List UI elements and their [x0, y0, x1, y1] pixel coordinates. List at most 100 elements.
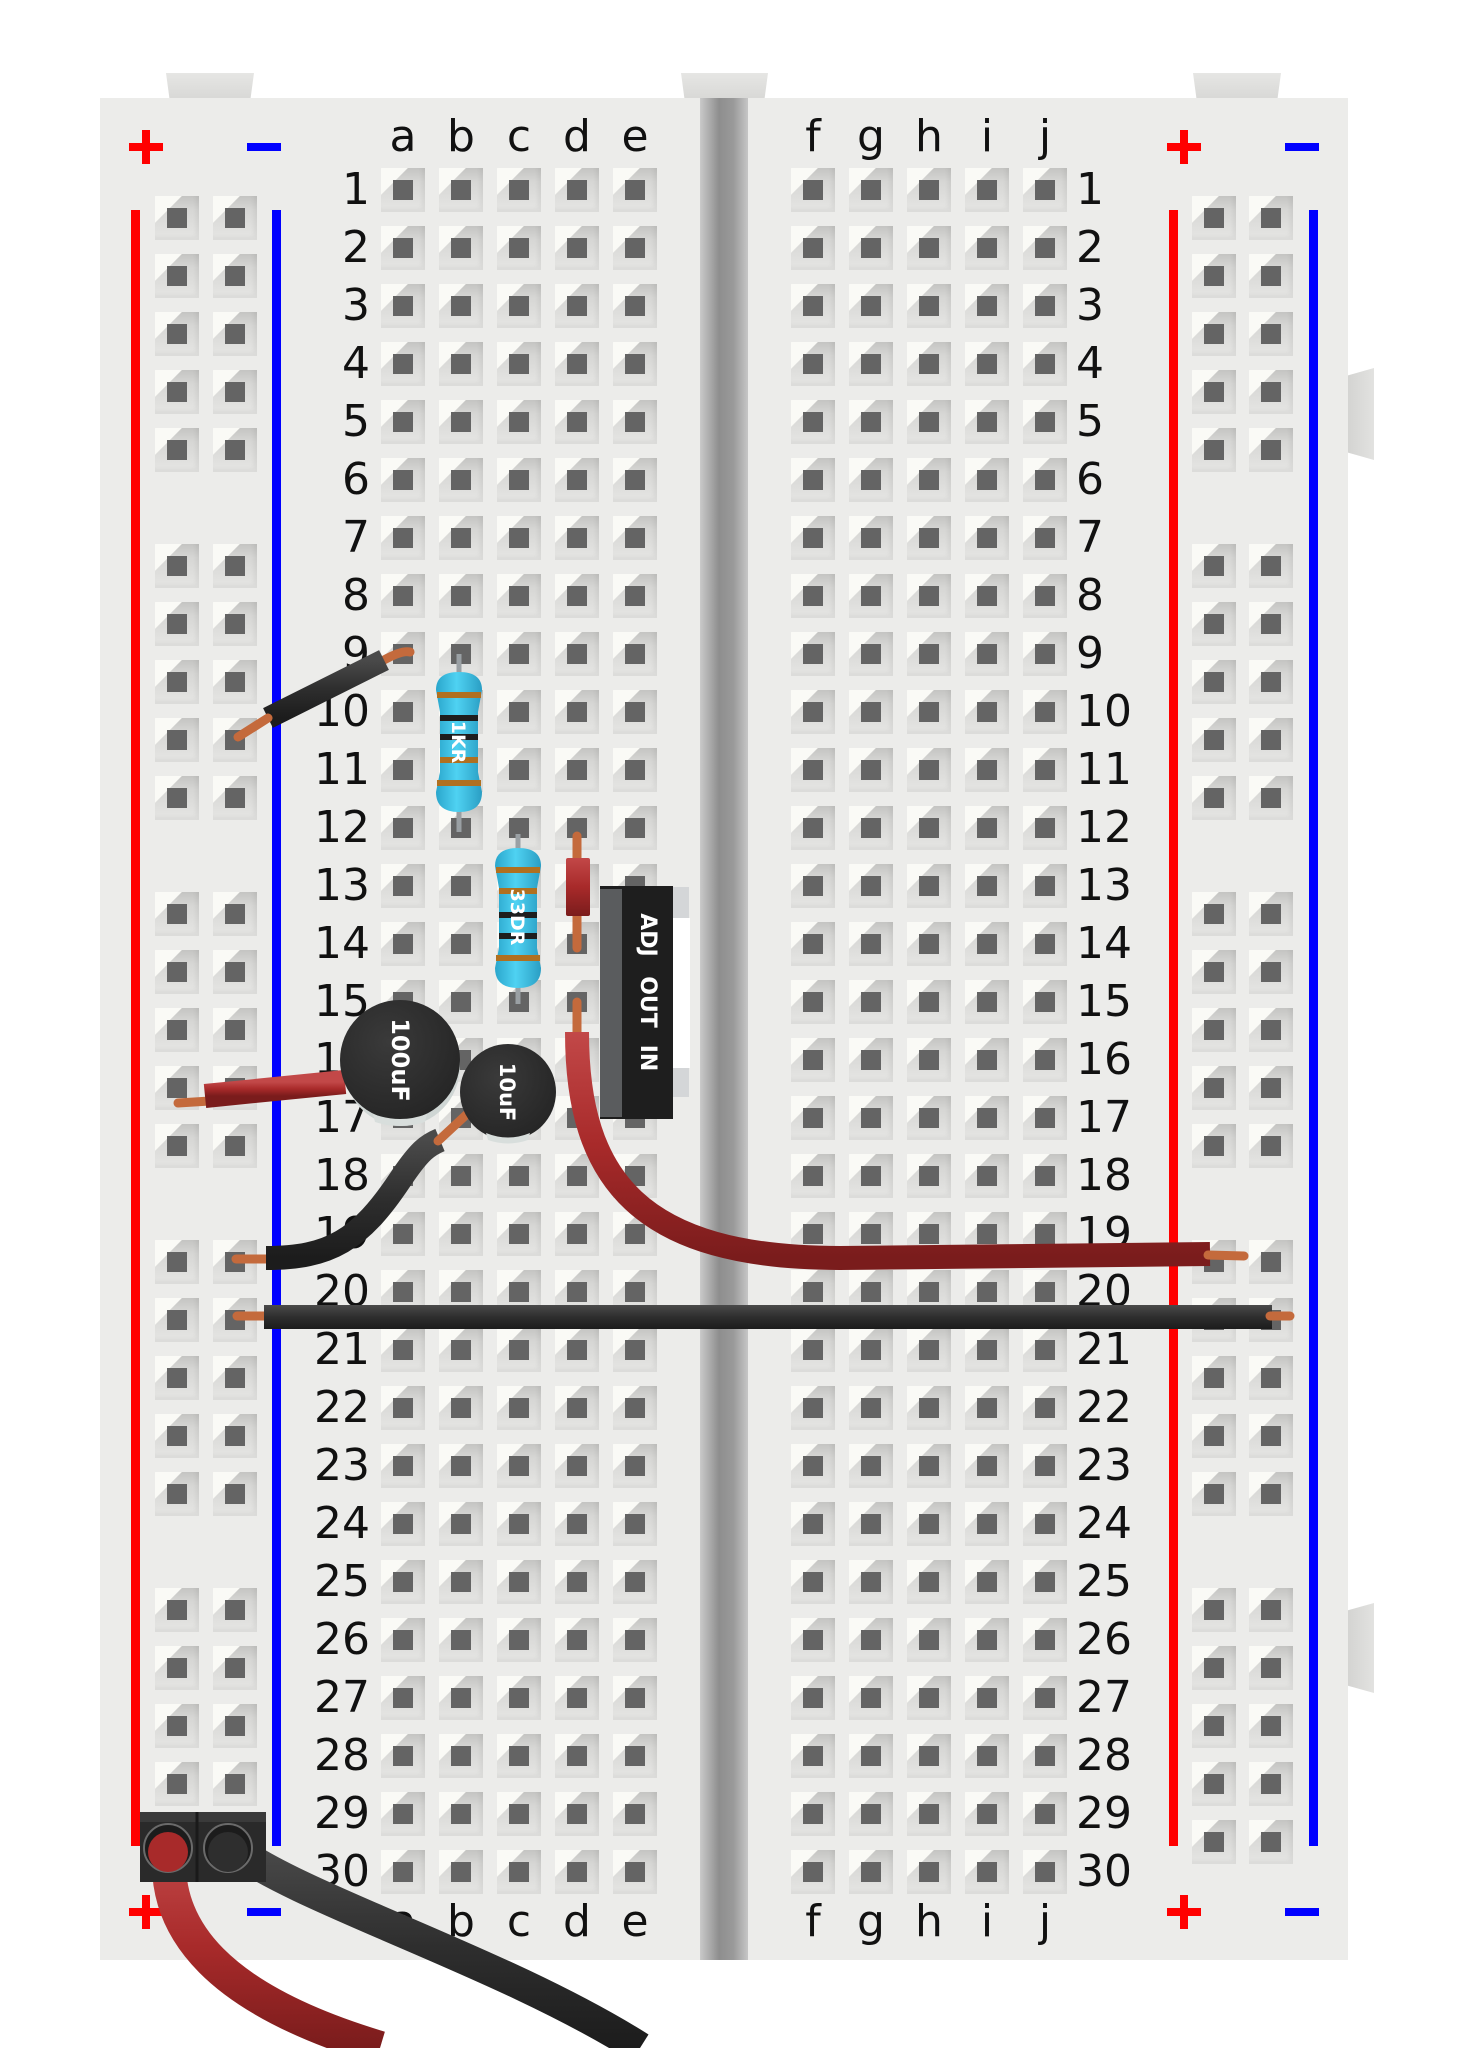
hole-e12[interactable] [613, 806, 657, 850]
left-minus-rail-hole[interactable] [213, 950, 257, 994]
hole-h3[interactable] [907, 284, 951, 328]
hole-e19[interactable] [613, 1212, 657, 1256]
hole-b18[interactable] [439, 1154, 483, 1198]
hole-g16[interactable] [849, 1038, 893, 1082]
hole-j13[interactable] [1023, 864, 1067, 908]
hole-f7[interactable] [791, 516, 835, 560]
hole-j18[interactable] [1023, 1154, 1067, 1198]
hole-h14[interactable] [907, 922, 951, 966]
resistor-33dr[interactable]: 33DR [495, 834, 541, 1004]
hole-g24[interactable] [849, 1502, 893, 1546]
hole-e4[interactable] [613, 342, 657, 386]
hole-b26[interactable] [439, 1618, 483, 1662]
hole-f2[interactable] [791, 226, 835, 270]
hole-i10[interactable] [965, 690, 1009, 734]
right-plus-rail-hole[interactable] [1192, 544, 1236, 588]
hole-a30[interactable] [381, 1850, 425, 1894]
right-minus-rail-hole[interactable] [1249, 428, 1293, 472]
hole-j23[interactable] [1023, 1444, 1067, 1488]
hole-i13[interactable] [965, 864, 1009, 908]
hole-e5[interactable] [613, 400, 657, 444]
hole-i18[interactable] [965, 1154, 1009, 1198]
left-minus-rail-hole[interactable] [213, 602, 257, 646]
hole-f10[interactable] [791, 690, 835, 734]
hole-f13[interactable] [791, 864, 835, 908]
power-connector[interactable] [140, 1812, 649, 2048]
hole-a1[interactable] [381, 168, 425, 212]
hole-i17[interactable] [965, 1096, 1009, 1140]
hole-d5[interactable] [555, 400, 599, 444]
hole-g28[interactable] [849, 1734, 893, 1778]
right-plus-rail-hole[interactable] [1192, 1414, 1236, 1458]
hole-g8[interactable] [849, 574, 893, 618]
hole-e7[interactable] [613, 516, 657, 560]
right-minus-rail-hole[interactable] [1249, 1240, 1293, 1284]
hole-h18[interactable] [907, 1154, 951, 1198]
right-minus-rail-hole[interactable] [1249, 544, 1293, 588]
hole-f25[interactable] [791, 1560, 835, 1604]
left-minus-rail-hole[interactable] [213, 544, 257, 588]
hole-d7[interactable] [555, 516, 599, 560]
left-minus-rail-hole[interactable] [213, 1762, 257, 1806]
hole-h13[interactable] [907, 864, 951, 908]
hole-j7[interactable] [1023, 516, 1067, 560]
hole-i6[interactable] [965, 458, 1009, 502]
hole-d30[interactable] [555, 1850, 599, 1894]
capacitor-10uf[interactable]: 10uF [460, 1044, 556, 1144]
hole-c29[interactable] [497, 1792, 541, 1836]
right-plus-rail-hole[interactable] [1192, 1762, 1236, 1806]
hole-i7[interactable] [965, 516, 1009, 560]
hole-j3[interactable] [1023, 284, 1067, 328]
left-plus-rail-hole[interactable] [155, 1356, 199, 1400]
right-minus-rail-hole[interactable] [1249, 1472, 1293, 1516]
hole-a5[interactable] [381, 400, 425, 444]
right-plus-rail-hole[interactable] [1192, 1356, 1236, 1400]
hole-b15[interactable] [439, 980, 483, 1024]
hole-a14[interactable] [381, 922, 425, 966]
hole-d14[interactable] [555, 922, 599, 966]
hole-j2[interactable] [1023, 226, 1067, 270]
hole-a8[interactable] [381, 574, 425, 618]
hole-d9[interactable] [555, 632, 599, 676]
left-plus-rail-hole[interactable] [155, 1588, 199, 1632]
right-minus-rail-hole[interactable] [1249, 370, 1293, 414]
hole-e23[interactable] [613, 1444, 657, 1488]
hole-b21[interactable] [439, 1328, 483, 1372]
hole-f23[interactable] [791, 1444, 835, 1488]
voltage-regulator[interactable]: ADJ OUT IN [600, 886, 690, 1119]
hole-f28[interactable] [791, 1734, 835, 1778]
right-minus-rail-hole[interactable] [1249, 718, 1293, 762]
hole-f12[interactable] [791, 806, 835, 850]
hole-d4[interactable] [555, 342, 599, 386]
left-minus-rail-hole[interactable] [213, 1472, 257, 1516]
hole-e10[interactable] [613, 690, 657, 734]
hole-j14[interactable] [1023, 922, 1067, 966]
hole-i25[interactable] [965, 1560, 1009, 1604]
hole-h15[interactable] [907, 980, 951, 1024]
capacitor-100uf[interactable]: 100uF [340, 1000, 460, 1126]
hole-b7[interactable] [439, 516, 483, 560]
hole-f5[interactable] [791, 400, 835, 444]
hole-j28[interactable] [1023, 1734, 1067, 1778]
left-minus-rail-hole[interactable] [213, 1704, 257, 1748]
hole-j17[interactable] [1023, 1096, 1067, 1140]
right-plus-rail-hole[interactable] [1192, 1588, 1236, 1632]
hole-h29[interactable] [907, 1792, 951, 1836]
right-plus-rail-hole[interactable] [1192, 660, 1236, 704]
left-minus-rail-hole[interactable] [213, 1356, 257, 1400]
hole-c6[interactable] [497, 458, 541, 502]
left-plus-rail-hole[interactable] [155, 1124, 199, 1168]
hole-h22[interactable] [907, 1386, 951, 1430]
hole-j1[interactable] [1023, 168, 1067, 212]
hole-d27[interactable] [555, 1676, 599, 1720]
right-minus-rail-hole[interactable] [1249, 1414, 1293, 1458]
hole-c10[interactable] [497, 690, 541, 734]
hole-i8[interactable] [965, 574, 1009, 618]
left-minus-rail-hole[interactable] [213, 428, 257, 472]
hole-c27[interactable] [497, 1676, 541, 1720]
hole-g22[interactable] [849, 1386, 893, 1430]
hole-h9[interactable] [907, 632, 951, 676]
hole-i2[interactable] [965, 226, 1009, 270]
hole-h26[interactable] [907, 1618, 951, 1662]
hole-i30[interactable] [965, 1850, 1009, 1894]
